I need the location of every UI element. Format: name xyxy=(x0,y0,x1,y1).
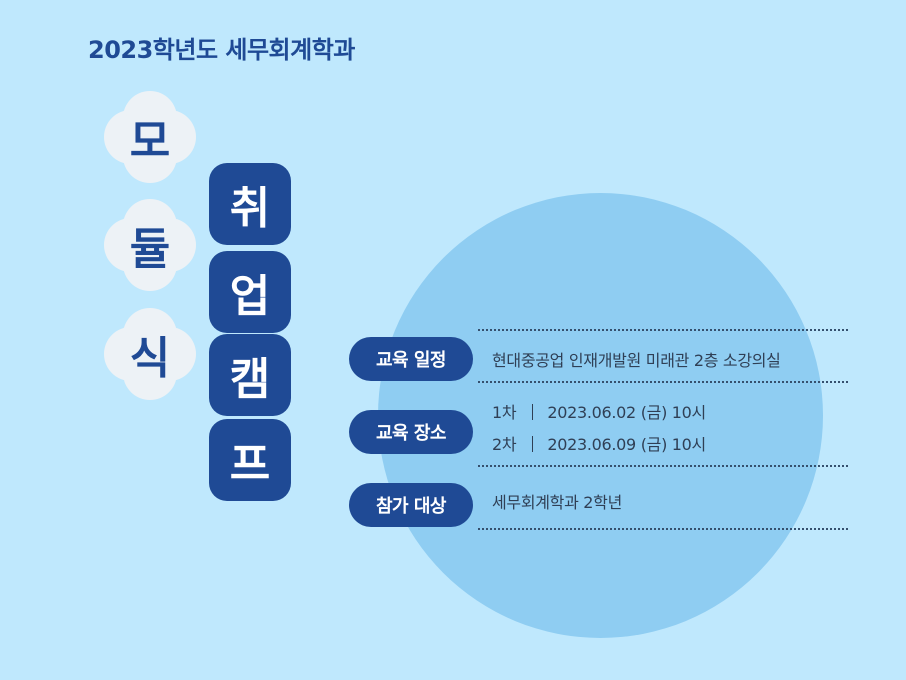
round-date: 2023.06.02 (금) 10시 xyxy=(547,403,706,422)
navy-tile-3: 캠 xyxy=(209,334,291,416)
title-char: 식 xyxy=(129,333,171,384)
round-label: 2차 xyxy=(492,435,517,454)
navy-tile-2: 업 xyxy=(209,251,291,333)
dotted-divider xyxy=(478,465,848,467)
separator-bar xyxy=(532,404,534,420)
title-char: 듈 xyxy=(129,224,171,275)
page-title: 2023학년도 세무회계학과 xyxy=(88,36,355,64)
schedule-value: 현대중공업 인재개발원 미래관 2층 소강의실 xyxy=(492,351,781,370)
flower-tile-2: 듈 xyxy=(104,199,196,291)
location-label-pill: 교육 장소 xyxy=(349,410,473,454)
separator-bar xyxy=(532,436,534,452)
dotted-divider xyxy=(478,381,848,383)
location-row-1: 1차 2023.06.02 (금) 10시 xyxy=(492,399,706,423)
flower-tile-1: 모 xyxy=(104,91,196,183)
round-date: 2023.06.09 (금) 10시 xyxy=(547,435,706,454)
round-label: 1차 xyxy=(492,403,517,422)
navy-tile-4: 프 xyxy=(209,419,291,501)
title-char: 업 xyxy=(229,271,271,322)
navy-tile-1: 취 xyxy=(209,163,291,245)
title-char: 취 xyxy=(229,183,271,234)
title-char: 모 xyxy=(129,116,171,167)
target-value: 세무회계학과 2학년 xyxy=(492,493,623,512)
title-char: 프 xyxy=(229,439,271,490)
dotted-divider xyxy=(478,329,848,331)
location-row-2: 2차 2023.06.09 (금) 10시 xyxy=(492,431,706,455)
title-char: 캠 xyxy=(229,354,271,405)
dotted-divider xyxy=(478,528,848,530)
schedule-label-pill: 교육 일정 xyxy=(349,337,473,381)
target-label-pill: 참가 대상 xyxy=(349,483,473,527)
flower-tile-3: 식 xyxy=(104,308,196,400)
